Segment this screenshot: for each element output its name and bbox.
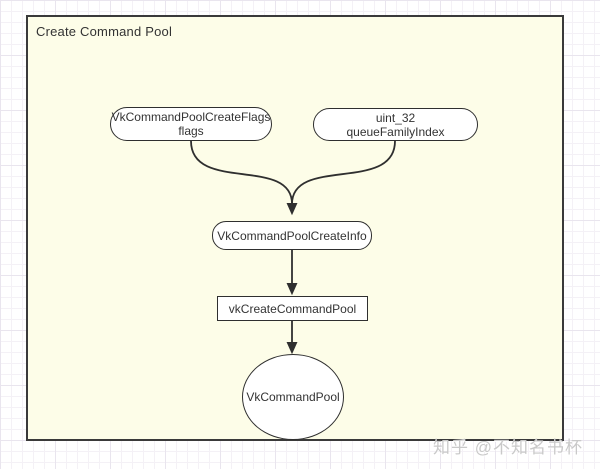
node-label: VkCommandPool: [246, 390, 340, 404]
diagram-title: Create Command Pool: [36, 24, 173, 39]
node-label-line1: VkCommandPoolCreateFlags: [111, 110, 271, 124]
node-label-line1: uint_32: [375, 110, 416, 125]
node-label-line2: queueFamilyIndex: [346, 124, 445, 139]
node-vkcommandpool: VkCommandPool: [242, 354, 344, 440]
node-createinfo: VkCommandPoolCreateInfo: [212, 221, 372, 250]
node-label: vkCreateCommandPool: [228, 301, 357, 316]
node-label: VkCommandPoolCreateInfo: [217, 228, 367, 243]
node-label-line2: flags: [178, 124, 204, 138]
node-queue-family-index: uint_32 queueFamilyIndex: [313, 108, 478, 141]
node-commandpool-createflags: VkCommandPoolCreateFlags flags: [110, 107, 272, 141]
node-vkcreatecommandpool: vkCreateCommandPool: [217, 296, 368, 321]
watermark: 知乎 @不知名书杯: [433, 438, 583, 457]
